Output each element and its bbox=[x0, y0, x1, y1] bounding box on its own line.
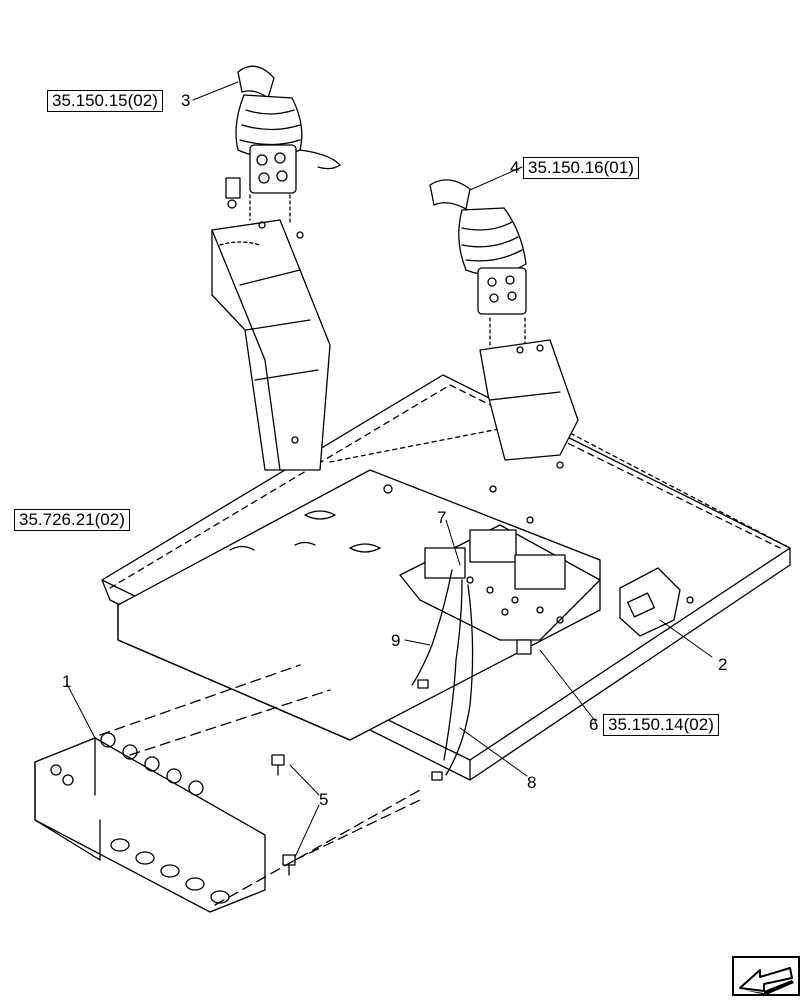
callout-2: 2 bbox=[718, 655, 728, 674]
callout-7: 7 bbox=[437, 508, 447, 527]
pilot-valve-block bbox=[399, 524, 601, 655]
previous-page-arrow-icon[interactable] bbox=[732, 956, 800, 996]
main-control-valve bbox=[34, 732, 266, 913]
assembly-lines bbox=[99, 664, 421, 906]
callout-6: 6 bbox=[589, 715, 599, 734]
ref-box-joystick-right: 35.150.16(01) bbox=[523, 157, 639, 179]
hydraulic-hoses bbox=[411, 569, 474, 781]
callout-5: 5 bbox=[319, 790, 329, 809]
right-joystick bbox=[429, 179, 527, 351]
callout-4: 4 bbox=[510, 158, 520, 177]
left-pedestal bbox=[211, 219, 331, 471]
left-joystick bbox=[225, 65, 341, 223]
ref-box-joystick-left: 35.150.15(02) bbox=[47, 90, 163, 112]
callout-9: 9 bbox=[391, 631, 401, 650]
ref-box-valve-block: 35.150.14(02) bbox=[603, 714, 719, 736]
leader-lines bbox=[67, 81, 713, 858]
right-pedestal bbox=[479, 339, 579, 461]
mounting-bolts bbox=[271, 754, 296, 876]
callout-1: 1 bbox=[62, 672, 72, 691]
callout-8: 8 bbox=[527, 773, 537, 792]
callout-3: 3 bbox=[181, 91, 191, 110]
switch-module bbox=[619, 567, 681, 637]
ref-box-frame: 35.726.21(02) bbox=[14, 509, 130, 531]
